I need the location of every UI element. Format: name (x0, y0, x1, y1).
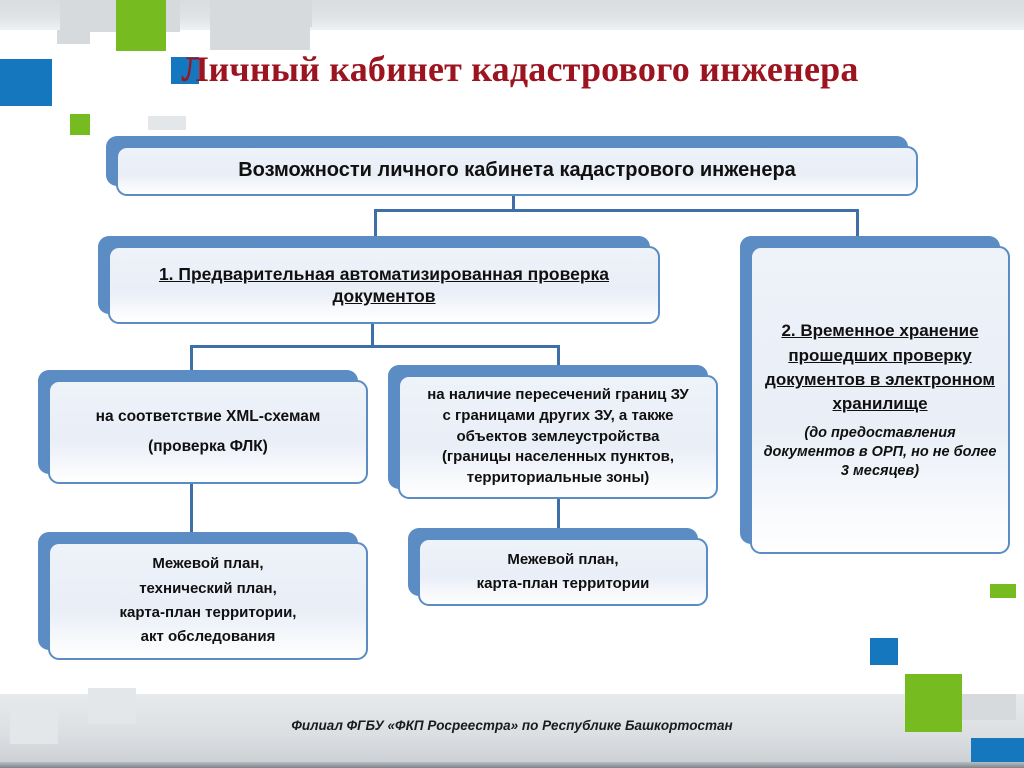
background-baseline (0, 762, 1024, 768)
node-docs-2-line-2: карта-план территории (476, 575, 650, 592)
node-docs-1[interactable]: Межевой план, технический план, карта-пл… (38, 532, 368, 660)
connector-branch2-drop (856, 209, 859, 236)
decor-square-blue-3 (870, 638, 898, 665)
decor-square-green-1 (116, 0, 166, 51)
node-check-1[interactable]: на соответствие XML-схемам (проверка ФЛК… (38, 370, 368, 484)
node-check-2-text: на наличие пересечений границ ЗУ с грани… (417, 385, 698, 488)
node-header-body: Возможности личного кабинета кадастровог… (116, 146, 918, 196)
connector-header-drop (512, 188, 515, 212)
decor-square-gray-6 (148, 116, 186, 130)
decor-square-gray-5 (262, 0, 312, 27)
node-docs-1-body: Межевой план, технический план, карта-пл… (48, 542, 368, 660)
connector-header-bar (374, 209, 859, 212)
node-check-2-line-4: (границы населенных пунктов, (441, 448, 675, 466)
node-check-2[interactable]: на наличие пересечений границ ЗУ с грани… (388, 365, 718, 499)
node-branch-1-text: 1. Предварительная автоматизированная пр… (110, 263, 658, 308)
node-docs-1-line-4: акт обследования (140, 628, 276, 646)
node-check-2-line-5: территориальные зоны) (466, 469, 650, 487)
node-docs-2[interactable]: Межевой план, карта-план территории (408, 528, 708, 606)
node-branch-1-body: 1. Предварительная автоматизированная пр… (108, 246, 660, 324)
decor-square-blue-1 (0, 59, 52, 106)
node-header[interactable]: Возможности личного кабинета кадастровог… (106, 136, 918, 196)
node-branch-1[interactable]: 1. Предварительная автоматизированная пр… (98, 236, 660, 324)
connector-checks-bar (190, 345, 560, 348)
node-check-2-body: на наличие пересечений границ ЗУ с грани… (398, 375, 718, 499)
node-docs-2-text: Межевой план, карта-план территории (467, 548, 660, 597)
decor-square-gray-7 (962, 694, 1016, 720)
node-docs-2-body: Межевой план, карта-план территории (418, 538, 708, 606)
decor-square-gray-9 (88, 688, 136, 724)
connector-check1-to-docs1 (190, 483, 193, 539)
connector-branch1-drop (374, 209, 377, 236)
decor-square-gray-3 (57, 30, 90, 44)
node-branch-2-text: 2. Временное хранение прошедших проверку… (752, 319, 1008, 480)
node-docs-1-text: Межевой план, технический план, карта-пл… (110, 552, 307, 649)
background-band-bottom (0, 694, 1024, 768)
node-docs-1-line-2: технический план, (139, 579, 277, 597)
decor-square-gray-8 (10, 706, 58, 744)
decor-square-green-3 (990, 584, 1016, 598)
connector-branch1-stem (371, 320, 374, 348)
node-check-2-line-3: объектов землеустройства (456, 427, 660, 445)
node-check-1-text: на соответствие XML-схемам (проверка ФЛК… (86, 402, 331, 462)
decor-square-blue-4 (971, 738, 1024, 762)
connector-check2-drop (557, 345, 560, 373)
decor-square-green-4 (905, 674, 962, 732)
node-check-1-line-1: на соответствие XML-схемам (95, 407, 321, 425)
connector-check2-to-docs2 (557, 498, 560, 532)
node-check-1-line-2: (проверка ФЛК) (148, 438, 268, 455)
node-docs-1-line-1: Межевой план, (152, 555, 264, 573)
node-header-label: Возможности личного кабинета кадастровог… (238, 159, 796, 182)
decor-square-blue-2 (171, 57, 199, 84)
node-check-1-body: на соответствие XML-схемам (проверка ФЛК… (48, 380, 368, 484)
slide-footer: Филиал ФГБУ «ФКП Росреестра» по Республи… (291, 718, 733, 733)
node-branch-2-label: 2. Временное хранение прошедших проверку… (765, 321, 995, 413)
node-docs-2-line-1: Межевой план, (507, 550, 619, 568)
node-branch-2[interactable]: 2. Временное хранение прошедших проверку… (740, 236, 1010, 554)
slide-title: Личный кабинет кадастрового инженера (181, 49, 859, 89)
node-docs-1-line-3: карта-план территории, (119, 604, 297, 621)
node-check-2-line-1: на наличие пересечений границ ЗУ (427, 386, 689, 404)
node-branch-2-body: 2. Временное хранение прошедших проверку… (750, 246, 1010, 554)
node-branch-2-note: (до предоставления документов в ОРП, но … (763, 424, 997, 479)
node-check-2-line-2: с границами других ЗУ, а также (442, 406, 674, 424)
connector-check1-drop (190, 345, 193, 373)
node-branch-1-label: 1. Предварительная автоматизированная пр… (158, 263, 610, 306)
decor-square-green-2 (70, 114, 90, 135)
